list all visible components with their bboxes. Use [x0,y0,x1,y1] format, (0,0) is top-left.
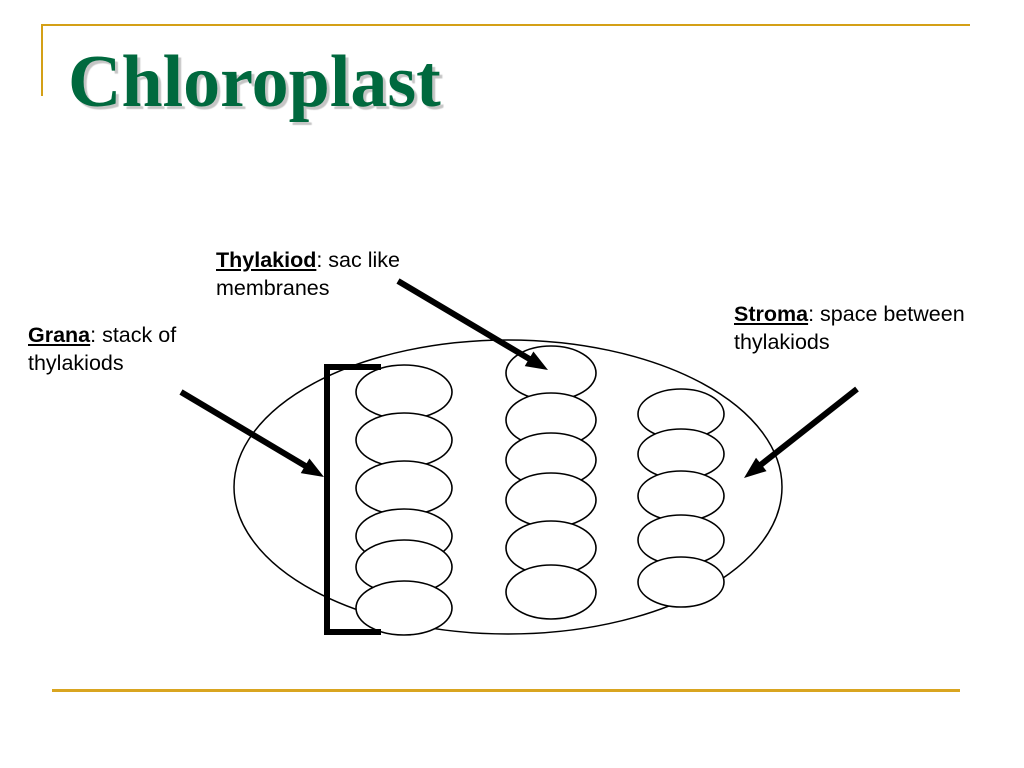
arrow-stroma [744,386,859,478]
callout-grana-definition: : stack of thylakiods [28,323,177,375]
thylakoid-disc [355,412,453,468]
thylakoid-disc [505,432,597,488]
thylakoid-disc [355,539,453,595]
arrow-grana-head [300,458,324,477]
thylakoid-disc [355,508,453,564]
callout-thylakiod-definition: : sac like membranes [216,248,400,300]
gold-left-rule [41,24,43,96]
thylakoid-disc [355,364,453,420]
grana-bracket [324,364,381,635]
thylakoid-disc [355,460,453,516]
thylakoid-disc [637,556,725,608]
callout-thylakiod: Thylakiod: sac like membranes [216,247,486,303]
grana-stacks [355,345,725,636]
thylakoid-disc [505,345,597,401]
callout-thylakiod-term: Thylakiod [216,248,317,272]
thylakoid-disc [505,564,597,620]
chloroplast-outer-membrane [233,339,783,635]
callout-grana: Grana: stack of thylakiods [28,322,228,378]
thylakoid-disc [505,520,597,576]
thylakoid-disc [355,580,453,636]
grana-bracket-path [324,364,381,635]
gold-top-rule [41,24,970,26]
thylakoid-disc [505,392,597,448]
outer-membrane-ellipse [233,339,783,635]
grana-stack-right [637,388,725,608]
grana-stack-left [355,364,453,636]
callout-stroma-term: Stroma [734,302,809,326]
thylakoid-disc [505,472,597,528]
thylakoid-disc [637,514,725,566]
arrow-grana [179,389,324,477]
page-title: Chloroplast [68,41,441,123]
arrow-thylakiod-head [524,351,548,370]
gold-bottom-rule [52,689,960,692]
arrow-stroma-head [744,457,767,478]
grana-stack-middle [505,345,597,620]
arrow-grana-shaft [179,389,311,471]
thylakoid-disc [637,428,725,480]
callout-grana-term: Grana [28,323,91,347]
callout-stroma: Stroma: space between thylakiods [734,301,994,357]
arrow-stroma-shaft [756,386,859,470]
thylakoid-disc [637,388,725,440]
thylakoid-disc [637,470,725,522]
